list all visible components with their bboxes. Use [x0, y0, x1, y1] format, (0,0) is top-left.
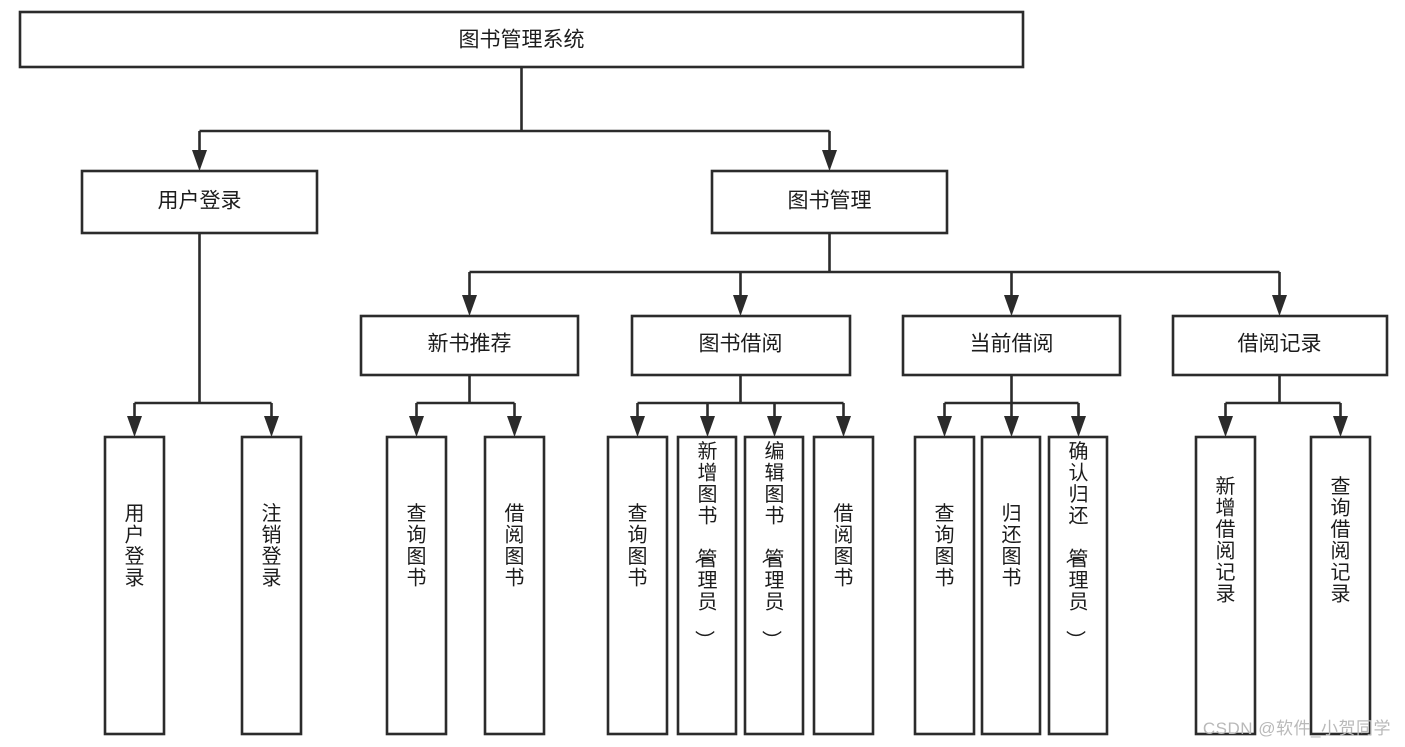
arrow-to-book-mgmt [822, 150, 837, 171]
node-borrow-record-label: 借阅记录 [1238, 333, 1322, 356]
leaf-node-nbr-borrow-book-box[interactable] [483, 435, 546, 736]
arrow-to-book-borrow [733, 295, 748, 316]
arrow-leaf-cb-confirm [1071, 416, 1086, 437]
arrow-leaf-bb-query [630, 416, 645, 437]
arrow-leaf-nbr-query [409, 416, 424, 437]
arrow-leaf-cb-return [1004, 416, 1019, 437]
arrow-leaf-user-login [127, 416, 142, 437]
arrow-leaf-cb-query [937, 416, 952, 437]
node-current-borrow-box[interactable] [901, 314, 1122, 377]
leaf-node-bb-edit-book-admin[interactable]: 编辑图书（管理员） [743, 435, 805, 736]
leaf-node-user-login[interactable]: 用户登录 [103, 435, 166, 736]
connector-layer [127, 67, 1348, 437]
leaf-node-br-add-record[interactable]: 新增借阅记录 [1194, 435, 1257, 736]
arrow-to-user-login [192, 150, 207, 171]
leaf-node-bb-query-book-box[interactable] [606, 435, 669, 736]
leaf-node-cb-confirm-return-admin[interactable]: 确认归还（管理员） [1047, 435, 1109, 736]
arrow-to-new-book-rec [462, 295, 477, 316]
leaf-node-bb-borrow-book-box[interactable] [812, 435, 875, 736]
node-book-borrow-label: 图书借阅 [699, 333, 783, 356]
node-current-borrow[interactable]: 当前借阅 [901, 314, 1122, 377]
node-book-management-label: 图书管理 [788, 190, 872, 213]
leaf-node-nbr-query-book-box[interactable] [385, 435, 448, 736]
leaf-node-cb-return-book-box[interactable] [980, 435, 1042, 736]
leaf-node-logout-login-box[interactable] [240, 435, 303, 736]
node-root-system-label: 图书管理系统 [459, 29, 585, 52]
leaf-node-br-query-record-box[interactable] [1309, 435, 1372, 736]
node-user-login-label: 用户登录 [158, 190, 242, 213]
leaf-node-bb-edit-book-admin-label: 编辑图书（管理员） [760, 440, 785, 650]
leaf-node-cb-confirm-return-admin-box[interactable] [1047, 435, 1109, 736]
node-book-borrow-box[interactable] [630, 314, 852, 377]
leaf-node-bb-add-book-admin-box[interactable] [676, 435, 738, 736]
leaf-node-user-login-label: 用户登录 [125, 503, 145, 590]
node-new-book-recommend-box[interactable] [359, 314, 580, 377]
arrow-leaf-br-query [1333, 416, 1348, 437]
arrow-leaf-nbr-borrow [507, 416, 522, 437]
leaf-node-cb-query-book[interactable]: 查询图书 [913, 435, 976, 736]
arrow-leaf-logout-login [264, 416, 279, 437]
leaf-node-cb-return-book[interactable]: 归还图书 [980, 435, 1042, 736]
arrow-leaf-bb-edit [767, 416, 782, 437]
node-new-book-recommend[interactable]: 新书推荐 [359, 314, 580, 377]
leaf-node-br-add-record-box[interactable] [1194, 435, 1257, 736]
arrow-to-current-borrow [1004, 295, 1019, 316]
leaf-node-cb-query-book-label: 查询图书 [935, 502, 955, 590]
leaf-node-cb-query-book-box[interactable] [913, 435, 976, 736]
arrow-leaf-bb-add [700, 416, 715, 437]
leaf-node-bb-borrow-book[interactable]: 借阅图书 [812, 435, 875, 736]
leaf-node-bb-edit-book-admin-box[interactable] [743, 435, 805, 736]
leaf-node-nbr-borrow-book[interactable]: 借阅图书 [483, 435, 546, 736]
node-current-borrow-label: 当前借阅 [970, 333, 1054, 356]
node-user-login[interactable]: 用户登录 [80, 169, 319, 235]
node-book-management[interactable]: 图书管理 [710, 169, 949, 235]
leaf-node-bb-add-book-admin-label: 新增图书（管理员） [693, 440, 718, 650]
leaf-node-user-login-box[interactable] [103, 435, 166, 736]
node-book-borrow[interactable]: 图书借阅 [630, 314, 852, 377]
leaf-node-logout-login[interactable]: 注销登录 [240, 435, 303, 736]
leaf-node-nbr-query-book-label: 查询图书 [407, 502, 427, 590]
leaf-node-br-add-record-label: 新增借阅记录 [1216, 475, 1236, 606]
node-root-system-box[interactable] [18, 10, 1025, 69]
leaf-node-bb-query-book-label: 查询图书 [628, 502, 648, 590]
leaf-node-bb-query-book[interactable]: 查询图书 [606, 435, 669, 736]
leaf-node-br-query-record-label: 查询借阅记录 [1331, 475, 1351, 606]
leaf-node-cb-confirm-return-admin-label: 确认归还（管理员） [1064, 440, 1089, 650]
node-borrow-record[interactable]: 借阅记录 [1171, 314, 1389, 377]
leaf-node-bb-borrow-book-label: 借阅图书 [834, 502, 854, 590]
leaf-node-nbr-borrow-book-label: 借阅图书 [505, 502, 525, 590]
node-book-management-box[interactable] [710, 169, 949, 235]
node-borrow-record-box[interactable] [1171, 314, 1389, 377]
leaf-node-logout-login-label: 注销登录 [262, 502, 282, 590]
node-root-system[interactable]: 图书管理系统 [18, 10, 1025, 69]
arrow-leaf-bb-borrow [836, 416, 851, 437]
node-user-login-box[interactable] [80, 169, 319, 235]
leaf-node-cb-return-book-label: 归还图书 [1002, 502, 1022, 590]
leaf-node-layer: 用户登录 注销登录 查询图书 借阅图书 查询图书 新增图书（管理员） [103, 435, 1372, 736]
node-new-book-recommend-label: 新书推荐 [428, 333, 512, 356]
leaf-node-nbr-query-book[interactable]: 查询图书 [385, 435, 448, 736]
leaf-node-bb-add-book-admin[interactable]: 新增图书（管理员） [676, 435, 738, 736]
arrow-leaf-br-add [1218, 416, 1233, 437]
arrow-to-borrow-record [1272, 295, 1287, 316]
leaf-node-br-query-record[interactable]: 查询借阅记录 [1309, 435, 1372, 736]
